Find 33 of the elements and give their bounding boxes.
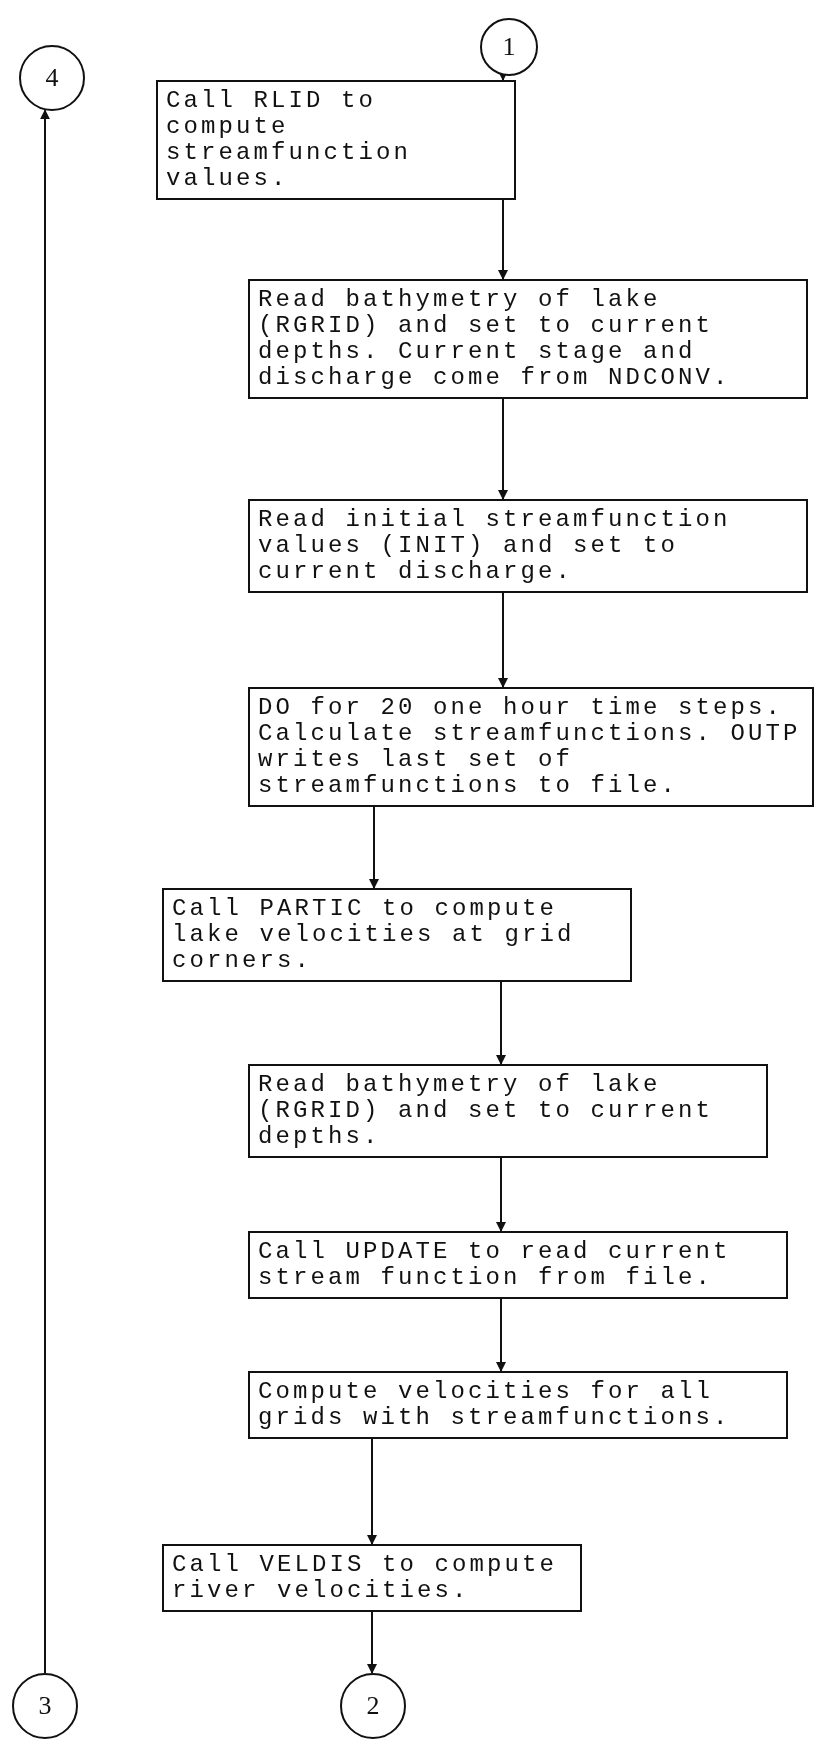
process-text: Call UPDATE to read current stream function from file. bbox=[258, 1239, 732, 1291]
connector-number: 1 bbox=[502, 32, 516, 62]
process-text: Read bathymetry of lake (RGRID) and set to current depths. bbox=[258, 1072, 715, 1150]
arrow bbox=[498, 592, 508, 688]
arrow bbox=[498, 398, 508, 500]
connector-number: 3 bbox=[38, 1691, 52, 1721]
process-box bbox=[248, 1371, 788, 1439]
process-box bbox=[162, 1544, 582, 1612]
arrow bbox=[367, 1611, 377, 1674]
process-text: Read initial streamfunction values (INIT) and set to current discharge. bbox=[258, 507, 732, 585]
process-text: DO for 20 one hour time steps. Calculate streamfunctions. OUTP writes last set of streamfunctions to file. bbox=[258, 695, 802, 799]
process-text: Call VELDIS to compute river velocities. bbox=[172, 1552, 559, 1604]
connector-circle bbox=[480, 18, 538, 76]
process-text: Call PARTIC to compute lake velocities at grid corners. bbox=[172, 896, 576, 974]
process-box bbox=[156, 80, 516, 200]
arrow bbox=[40, 109, 50, 1674]
connector-number: 2 bbox=[366, 1691, 380, 1721]
process-text: Compute velocities for all grids with streamfunctions. bbox=[258, 1379, 732, 1431]
arrow bbox=[496, 1157, 506, 1232]
process-box bbox=[248, 1231, 788, 1299]
process-box bbox=[248, 687, 814, 807]
process-box bbox=[162, 888, 632, 982]
arrow bbox=[369, 806, 379, 889]
connector-number: 4 bbox=[45, 63, 59, 93]
arrow bbox=[498, 199, 508, 280]
process-box bbox=[248, 1064, 768, 1158]
arrow bbox=[496, 981, 506, 1065]
process-box bbox=[248, 499, 808, 593]
process-text: Call RLID to compute streamfunction values. bbox=[166, 88, 413, 192]
arrow bbox=[367, 1438, 377, 1545]
arrow bbox=[496, 1298, 506, 1372]
process-text: Read bathymetry of lake (RGRID) and set to current depths. Current stage and discharge come from NDCONV. bbox=[258, 287, 732, 391]
process-box bbox=[248, 279, 808, 399]
